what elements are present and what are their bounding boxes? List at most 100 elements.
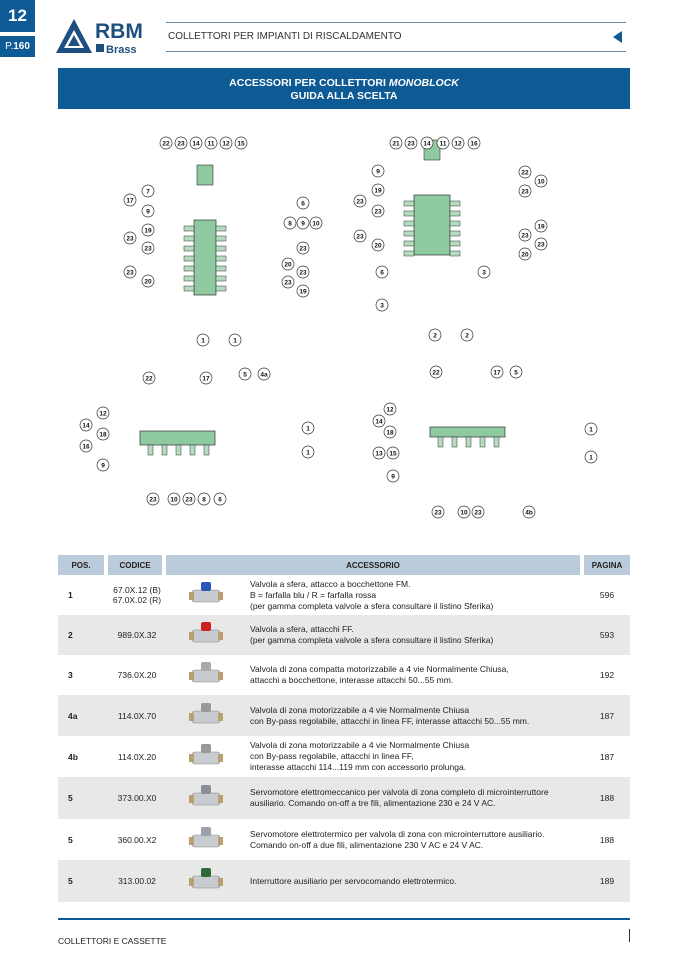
callout-label: 23 xyxy=(356,198,364,205)
callout-1: 1 xyxy=(584,422,598,436)
callout-label: 2 xyxy=(433,332,437,339)
callout-circle xyxy=(467,136,481,150)
header-rule xyxy=(166,22,626,52)
callout-22: 22 xyxy=(518,165,532,179)
callout-circle xyxy=(490,365,504,379)
callout-19: 19 xyxy=(371,183,385,197)
product-image-cell xyxy=(166,695,246,736)
manifold-outlet xyxy=(493,436,500,448)
callout-label: 14 xyxy=(82,422,90,429)
col-accessory: ACCESSORIO xyxy=(166,555,584,575)
callout-8: 8 xyxy=(283,216,297,230)
description-line: ausiliario. Comando on-off a tre fili, a… xyxy=(250,798,496,808)
callout-circle xyxy=(457,505,471,519)
callout-23: 23 xyxy=(431,505,445,519)
callout-12: 12 xyxy=(219,136,233,150)
page-number-tab: P.160 xyxy=(0,36,35,57)
zone-valve-extension-icon xyxy=(189,743,223,764)
code-value: 736.0X.20 xyxy=(117,670,157,680)
description-line: Valvola di zona motorizzabile a 4 vie No… xyxy=(250,704,470,715)
thermoelectric-actuator-icon xyxy=(189,826,223,847)
page-ref-cell[interactable]: 187 xyxy=(599,751,615,762)
callout-1: 1 xyxy=(301,421,315,435)
callout-label: 10 xyxy=(312,220,320,227)
footer-text: COLLETTORI E CASSETTE xyxy=(58,936,167,946)
callout-14: 14 xyxy=(79,418,93,432)
description-line: (per gamma completa valvole a sfera cons… xyxy=(250,635,494,645)
manifold-outlet xyxy=(403,200,415,207)
callout-circle xyxy=(281,275,295,289)
section-title: COLLETTORI PER IMPIANTI DI RISCALDAMENTO xyxy=(168,31,402,42)
callout-circle xyxy=(471,505,485,519)
callout-circle xyxy=(404,136,418,150)
manifold-outlet xyxy=(203,444,210,456)
air-vent-part xyxy=(196,164,214,186)
pos-cell: 1 xyxy=(68,590,73,600)
callout-15: 15 xyxy=(386,446,400,460)
manifold-outlet xyxy=(183,275,195,282)
product-image-cell xyxy=(166,860,246,902)
callout-22: 22 xyxy=(429,365,443,379)
callout-17: 17 xyxy=(490,365,504,379)
callout-circle xyxy=(477,265,491,279)
callout-label: 19 xyxy=(537,223,545,230)
callout-label: 23 xyxy=(149,496,157,503)
manifold-outlet xyxy=(215,245,227,252)
callout-17: 17 xyxy=(123,193,137,207)
callout-circle xyxy=(283,216,297,230)
callout-circle xyxy=(518,228,532,242)
callout-circle xyxy=(301,421,315,435)
callout-23: 23 xyxy=(296,241,310,255)
callout-circle xyxy=(159,136,173,150)
callout-2: 2 xyxy=(460,328,474,342)
page-ref-cell[interactable]: 593 xyxy=(584,615,630,655)
ball-valve-red-icon xyxy=(189,622,223,643)
callout-circle xyxy=(141,274,155,288)
page-ref-cell[interactable]: 188 xyxy=(599,834,615,845)
callout-label: 14 xyxy=(375,418,383,425)
manifold-outlet xyxy=(403,240,415,247)
callout-circle xyxy=(534,219,548,233)
callout-label: 14 xyxy=(423,140,431,147)
back-arrow-icon[interactable] xyxy=(613,31,622,43)
description-line: Comando on-off a due fili, alimentazione… xyxy=(250,839,484,850)
code-cell: 736.0X.20 xyxy=(108,655,166,695)
callout-label: 6 xyxy=(380,269,384,276)
svg-text:Brass: Brass xyxy=(106,44,137,56)
callout-circle xyxy=(534,174,548,188)
page-ref-cell[interactable]: 188 xyxy=(584,777,630,819)
page-ref-cell[interactable]: 596 xyxy=(599,590,615,600)
callout-label: 19 xyxy=(374,187,382,194)
page-ref-cell[interactable]: 189 xyxy=(584,860,630,902)
code-cell: 313.00.02 xyxy=(108,860,166,902)
manifold-outlet xyxy=(449,200,461,207)
page-ref-cell[interactable]: 187 xyxy=(584,695,630,736)
callout-9: 9 xyxy=(141,204,155,218)
manifold-outlet xyxy=(215,265,227,272)
callout-10: 10 xyxy=(457,505,471,519)
callout-circle xyxy=(375,298,389,312)
code-cell: 360.00.X2 xyxy=(108,819,166,860)
callout-label: 10 xyxy=(170,496,178,503)
callout-circle xyxy=(371,238,385,252)
manifold-outlet xyxy=(403,210,415,217)
callout-14: 14 xyxy=(189,136,203,150)
callout-15: 15 xyxy=(234,136,248,150)
callout-circle xyxy=(353,229,367,243)
ball-valve-blue-icon xyxy=(189,582,223,603)
callout-circle xyxy=(353,194,367,208)
code-value: 373.00.X0 xyxy=(117,793,157,803)
manifold-outlet xyxy=(183,265,195,272)
page-ref-cell[interactable]: 192 xyxy=(599,670,615,680)
callout-5: 5 xyxy=(509,365,523,379)
manifold-outlet xyxy=(161,444,168,456)
manifold-outlet xyxy=(449,230,461,237)
table-row: 5 373.00.X0 Servomotore elettromeccanico… xyxy=(58,777,630,819)
callout-20: 20 xyxy=(518,247,532,261)
description-line: Servomotore elettrotermico per valvola d… xyxy=(250,828,545,839)
rbm-brass-logo: RBM Brass xyxy=(56,19,143,56)
callout-11: 11 xyxy=(204,136,218,150)
code-value: 67.0X.02 (R) xyxy=(112,595,162,605)
